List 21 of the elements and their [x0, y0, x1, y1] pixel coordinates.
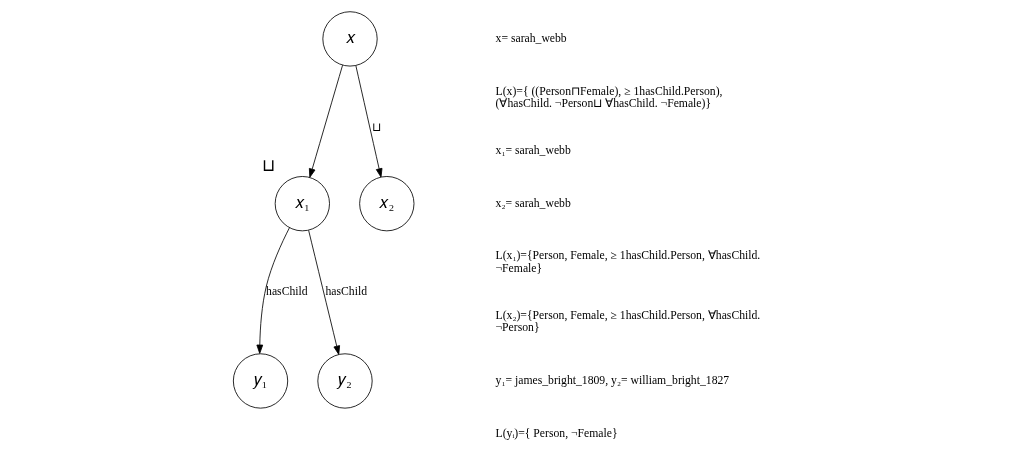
- edge-label: ⊔: [371, 120, 381, 134]
- node-circle: 𝑦₁: [232, 353, 288, 409]
- node-circle: 𝑥: [321, 11, 378, 67]
- edge-label: hasChild: [265, 285, 308, 299]
- label: x₂= sarah_webb: [495, 196, 571, 210]
- label: x₁= sarah_webb: [495, 144, 571, 158]
- arrow: [255, 227, 290, 354]
- label: L(x₂)={Person, Female, ≥ 1hasChild.Person, ∀hasChild. ¬Person}: [495, 308, 760, 335]
- node-circle: 𝑥₂: [358, 176, 414, 232]
- arrow: [307, 230, 340, 355]
- label: L(yᵢ)={ Person, ¬Female}: [495, 426, 618, 440]
- node-circle: 𝑥₁: [274, 176, 330, 232]
- label: L(x)={ ((Person⊓Female), ≥ 1hasChild.Person), (∀hasChild. ¬Person⊔ ∀hasChild. ¬Female)}: [495, 84, 722, 111]
- label: y₁= james_bright_1809, y₂= william_bright_1827: [495, 374, 729, 388]
- arrow: [354, 65, 382, 178]
- label: x= sarah_webb: [495, 31, 567, 45]
- arrow: [308, 64, 343, 178]
- node-circle: 𝑦₂: [316, 353, 373, 409]
- label: L(x₁)={Person, Female, ≥ 1hasChild.Person, ∀hasChild. ¬Female}: [495, 249, 760, 275]
- edge-label: hasChild: [324, 285, 367, 299]
- node-label: ⊔: [261, 156, 275, 176]
